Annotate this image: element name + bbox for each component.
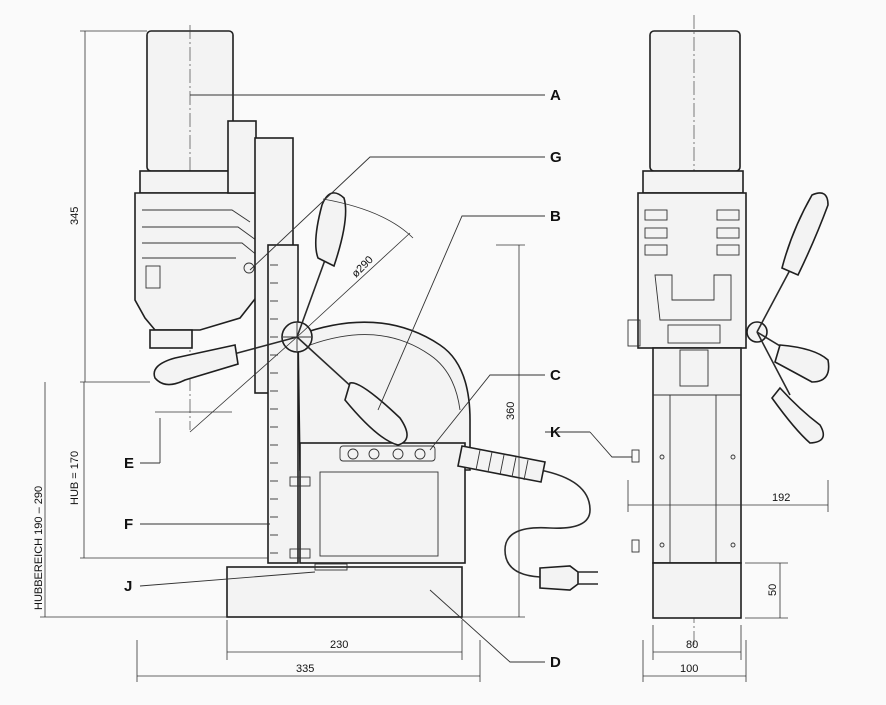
callout-a: A — [550, 87, 561, 104]
motor-collar — [139, 170, 241, 194]
side-grip-low — [770, 386, 825, 444]
dim-foot-width: 80 — [686, 639, 698, 651]
switch-1 — [347, 448, 359, 460]
power-cable — [467, 452, 591, 578]
magnet-base — [226, 566, 463, 618]
switch-2 — [368, 448, 380, 460]
front-view — [134, 25, 598, 618]
dim-stroke: HUB = 170 — [69, 451, 81, 505]
rack-column — [267, 244, 299, 564]
side-view — [627, 15, 830, 645]
switch-4 — [414, 448, 426, 460]
dim-base-depth: 100 — [680, 663, 698, 675]
callout-g: G — [550, 149, 562, 166]
handle-grip-bottom — [344, 382, 408, 446]
callout-d: D — [550, 654, 561, 671]
callout-e: E — [124, 455, 134, 472]
side-column — [652, 347, 742, 564]
rating-plate — [319, 471, 439, 557]
side-gearbox — [637, 192, 747, 349]
callout-j: J — [124, 578, 132, 595]
dimension-lines — [40, 30, 829, 682]
dim-overall-width: 335 — [296, 663, 314, 675]
dim-column-height: 360 — [505, 402, 517, 420]
callout-b: B — [550, 208, 561, 225]
side-grip-mid — [774, 344, 830, 383]
dim-side-depth: 192 — [772, 492, 790, 504]
switch-j — [314, 563, 348, 571]
dim-foot-height: 50 — [767, 584, 779, 596]
slide-plate — [227, 120, 257, 194]
side-motor — [649, 30, 741, 172]
dim-stroke-range: HUBBEREICH 190 – 290 — [33, 486, 45, 610]
side-foot — [652, 562, 742, 619]
side-grip-top — [781, 192, 829, 277]
switch-strip — [339, 445, 436, 462]
callout-c: C — [550, 367, 561, 384]
handle-grip-left — [153, 344, 239, 386]
plug — [539, 565, 579, 591]
control-panel — [299, 442, 466, 564]
leader-lines — [139, 94, 632, 663]
callout-f: F — [124, 516, 133, 533]
arbor — [149, 329, 193, 349]
switch-3 — [392, 448, 404, 460]
callout-k: K — [550, 424, 561, 441]
dim-height-total: 345 — [69, 207, 81, 225]
handle-grip-top — [314, 192, 347, 268]
dim-base-width: 230 — [330, 639, 348, 651]
gearbox — [134, 192, 263, 331]
